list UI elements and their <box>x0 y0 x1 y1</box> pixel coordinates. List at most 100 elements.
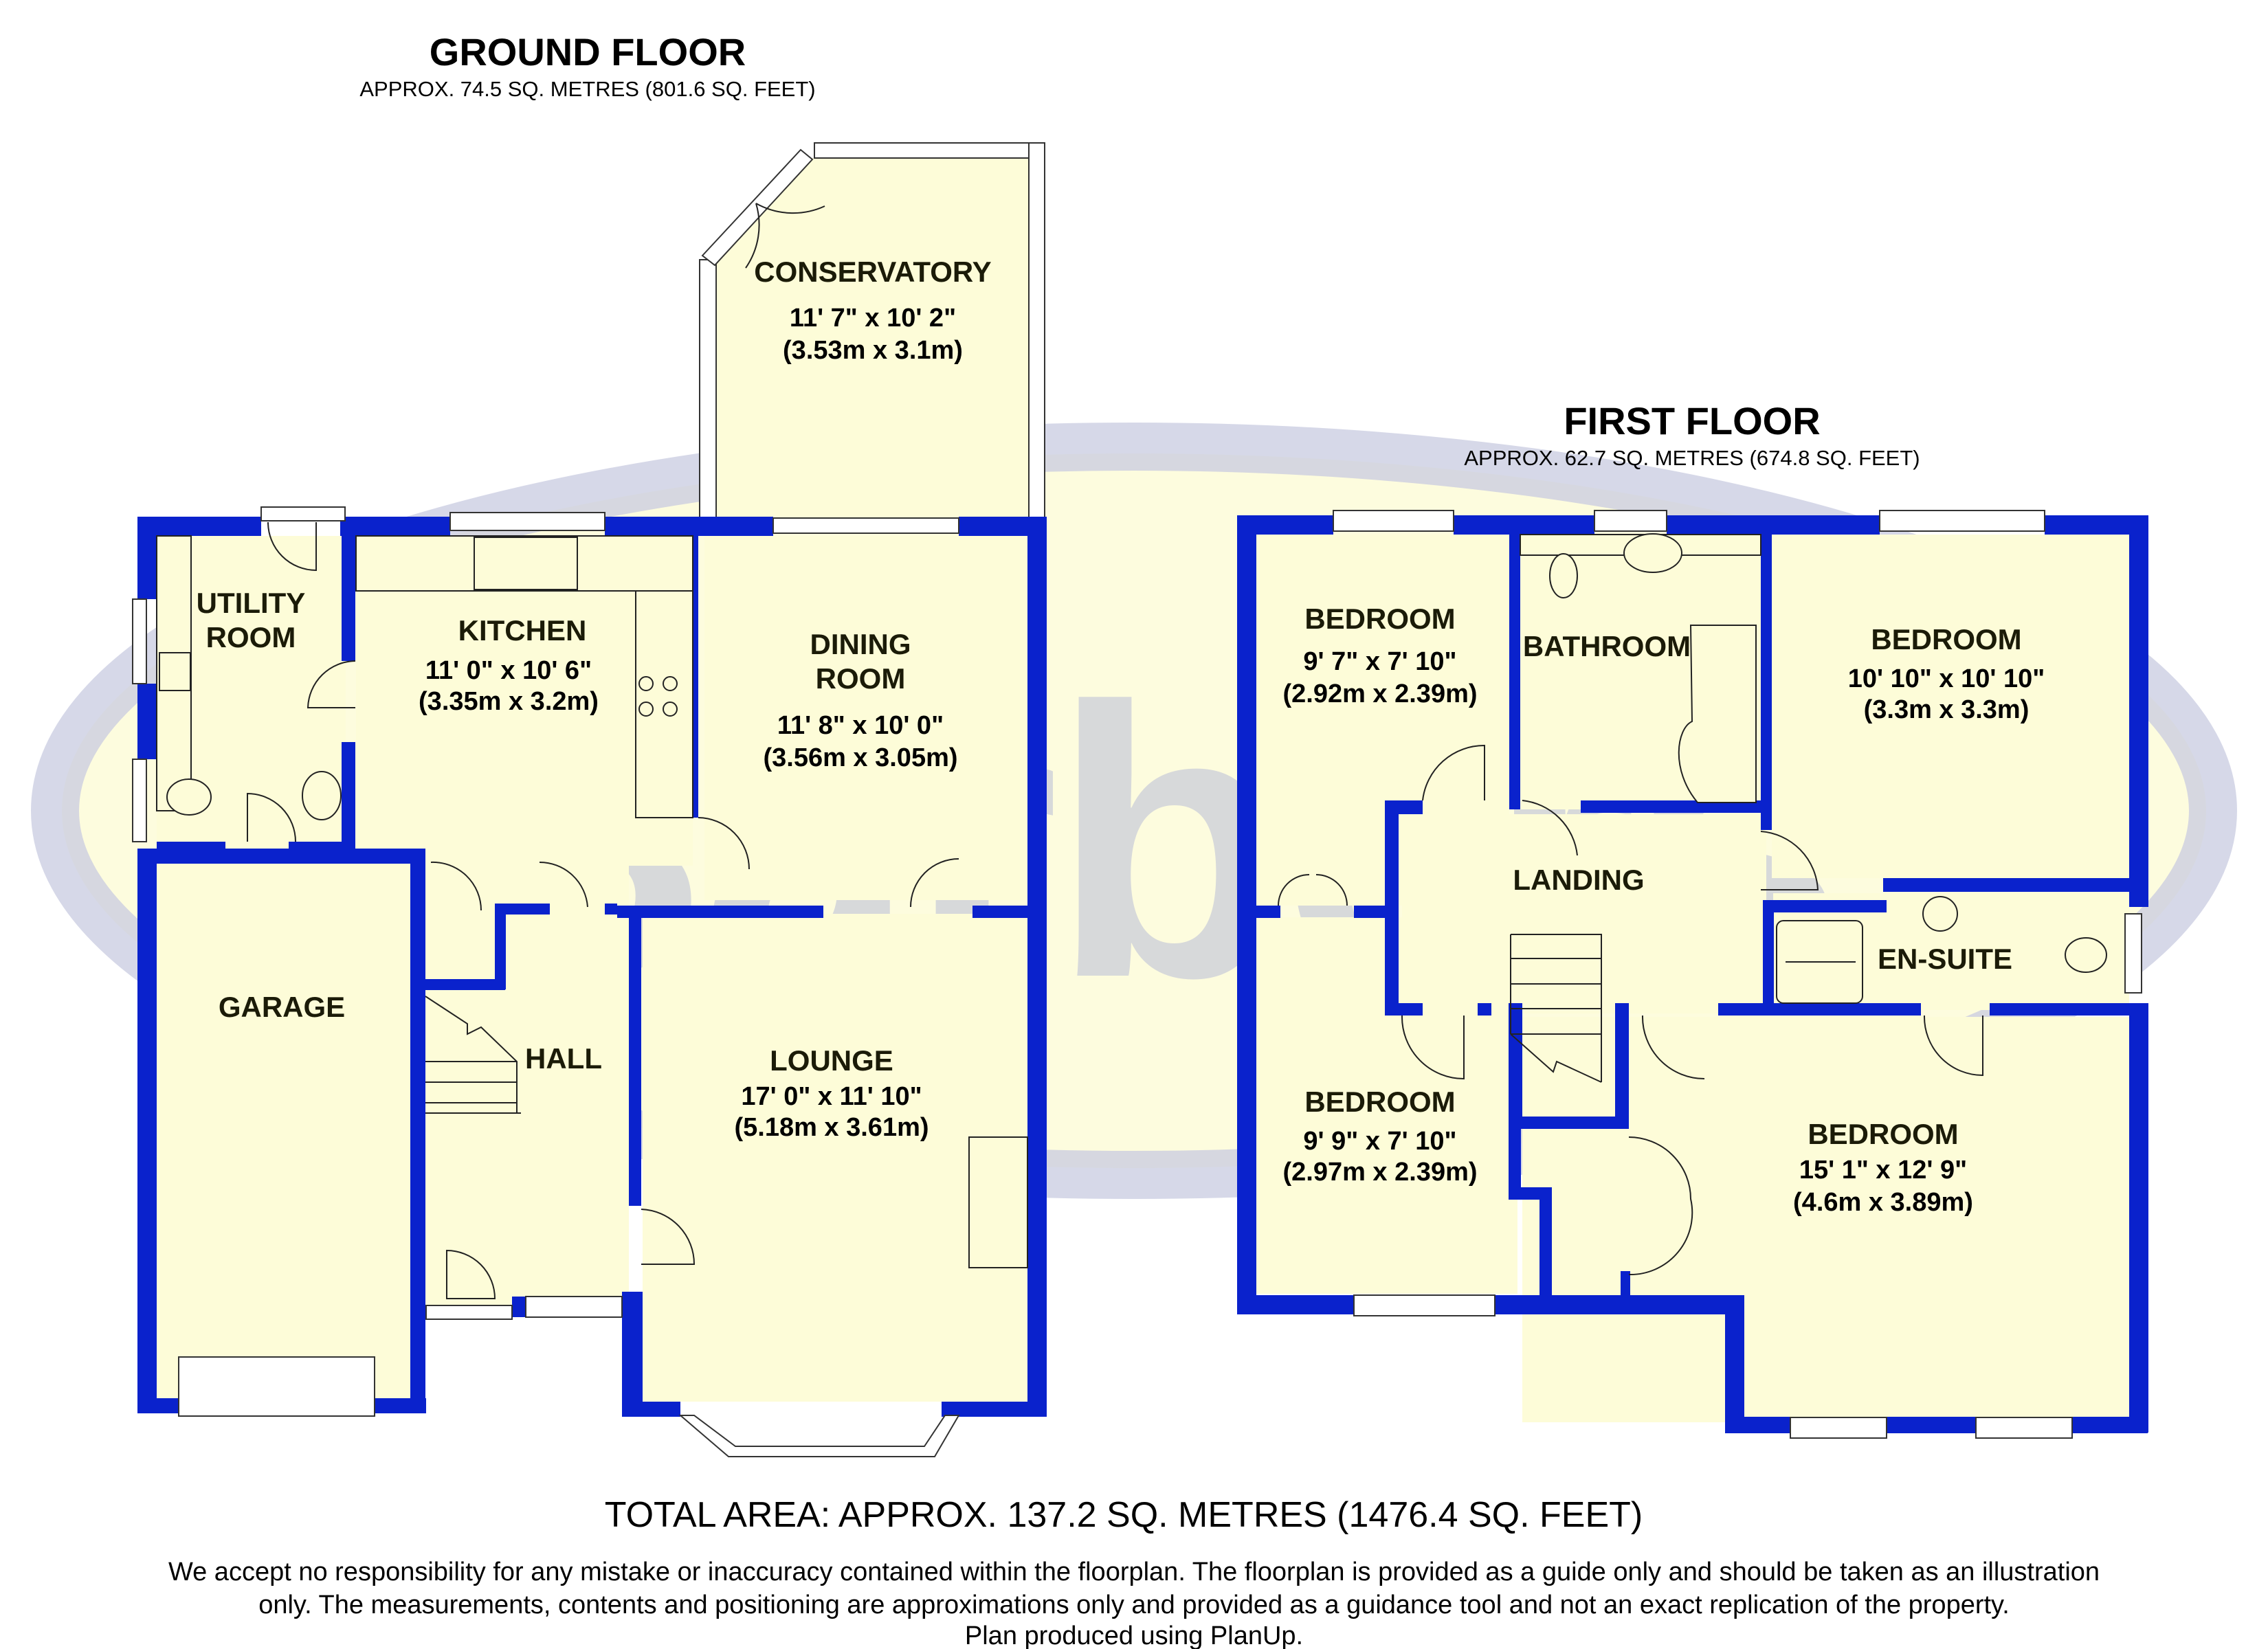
door-swing <box>1315 874 1348 906</box>
landing-name: LANDING <box>1513 864 1644 896</box>
wall <box>1454 515 1594 535</box>
total-area: TOTAL AREA: APPROX. 137.2 SQ. METRES (14… <box>605 1495 1643 1535</box>
wc-window <box>132 759 147 842</box>
lounge-imperial: 17' 0" x 11' 10" <box>741 1082 922 1111</box>
first-floor-area: APPROX. 62.7 SQ. METRES (674.8 SQ. FEET) <box>1464 446 1920 470</box>
wall <box>1256 906 1280 918</box>
bedroom-1-name: BEDROOM <box>1808 1118 1958 1150</box>
bedroom-3-metric: (3.3m x 3.3m) <box>1864 695 2030 724</box>
first-floor-title: FIRST FLOOR <box>1564 399 1820 442</box>
bedroom-3-name: BEDROOM <box>1871 623 2021 655</box>
door-swing <box>307 660 356 708</box>
en-suite-basin <box>1922 896 1958 932</box>
bathroom-toilet <box>1549 553 1578 598</box>
utility-room-name-line2: ROOM <box>206 621 296 653</box>
en-suite-name: EN-SUITE <box>1878 943 2012 975</box>
wall <box>1887 1417 1976 1433</box>
dining-room-name-line2: ROOM <box>816 662 906 695</box>
conservatory-floor <box>715 158 1034 522</box>
ground-floor-doors <box>247 521 959 1299</box>
door-swing <box>910 858 959 908</box>
wall <box>1763 900 1774 1016</box>
wall <box>2072 1417 2148 1433</box>
wall <box>698 517 773 536</box>
wall <box>1385 1003 1423 1016</box>
disclaimer-line-2: only. The measurements, contents and pos… <box>258 1591 2010 1619</box>
wall <box>2129 515 2148 907</box>
garage-door <box>178 1356 375 1417</box>
dining-room-name-line1: DINING <box>810 628 911 660</box>
door-swing <box>446 1249 496 1299</box>
wall <box>1539 1187 1552 1297</box>
wc-toilet <box>166 778 212 816</box>
conservatory-glazing <box>699 142 1045 528</box>
conservatory-metric: (3.53m x 3.1m) <box>783 336 963 365</box>
kitchen-name: KITCHEN <box>458 614 587 647</box>
utility-room-name-line1: UTILITY <box>197 587 306 619</box>
dining-room-floor <box>704 536 1027 900</box>
first-floor-fixtures <box>1510 533 2107 1083</box>
wall <box>622 1292 643 1415</box>
wall <box>1385 800 1399 1013</box>
wall <box>1621 1271 1630 1299</box>
kitchen-window <box>449 512 605 531</box>
door-swing <box>539 861 588 908</box>
door-swing <box>1401 1015 1465 1080</box>
door-swing <box>267 521 317 572</box>
lounge-floor <box>643 914 1027 1402</box>
wall <box>342 742 355 855</box>
kitchen-sink <box>474 537 578 590</box>
landing-stairs <box>1510 934 1602 1083</box>
door-swing <box>247 792 296 842</box>
bedroom-1-window-right <box>1975 1417 2073 1439</box>
bedroom-3-imperial: 10' 10" x 10' 10" <box>1848 664 2045 693</box>
lounge-fireplace <box>968 1136 1028 1268</box>
hall-window <box>525 1296 623 1318</box>
footer: TOTAL AREA: APPROX. 137.2 SQ. METRES (14… <box>168 1495 2100 1649</box>
ground-floor-labels: GROUND FLOOR APPROX. 74.5 SQ. METRES (80… <box>197 30 992 1142</box>
door-swing <box>641 1209 696 1265</box>
wall <box>137 684 157 759</box>
bedroom-4-imperial: 9' 9" x 7' 10" <box>1303 1127 1456 1156</box>
wall <box>1763 900 1887 912</box>
wall <box>495 904 550 915</box>
conservatory-name: CONSERVATORY <box>754 256 991 288</box>
first-floor-doors <box>1278 744 1983 1276</box>
wall <box>1725 1295 1744 1433</box>
hob-ring <box>638 702 654 717</box>
conservatory-door-swing-2 <box>745 203 760 269</box>
utility-sink <box>159 652 191 691</box>
first-floor-labels: FIRST FLOOR APPROX. 62.7 SQ. METRES (674… <box>1282 399 2045 1217</box>
door-swing <box>1641 1015 1705 1079</box>
bedroom-3-window <box>1879 510 2045 532</box>
bedroom-1-metric: (4.6m x 3.89m) <box>1793 1188 1973 1217</box>
ground-floor-area: APPROX. 74.5 SQ. METRES (801.6 SQ. FEET) <box>359 77 815 101</box>
wall <box>1509 1117 1629 1129</box>
wall <box>137 849 157 1412</box>
kitchen-metric: (3.35m x 3.2m) <box>419 687 599 716</box>
wall <box>1725 1417 1790 1433</box>
dining-room-imperial: 11' 8" x 10' 0" <box>777 711 944 740</box>
wall <box>342 517 355 661</box>
wall <box>622 1402 680 1417</box>
wall <box>1509 1117 1521 1196</box>
door-swing <box>1522 800 1578 856</box>
bedroom-2-metric: (2.92m x 2.39m) <box>1282 680 1477 708</box>
conservatory-glazing-top <box>814 142 1045 159</box>
watermark-ring <box>31 423 2237 1199</box>
wall <box>1354 906 1388 918</box>
front-door-step <box>425 1305 513 1320</box>
bedroom-4-name: BEDROOM <box>1304 1086 1455 1118</box>
wall <box>629 917 641 1206</box>
door-swing <box>1278 874 1310 906</box>
wall <box>1718 1003 1921 1016</box>
wall <box>1495 1295 1742 1314</box>
wall <box>1237 1295 1354 1314</box>
conservatory-door-swing <box>755 203 825 214</box>
first-floor-plan: FIRST FLOOR APPROX. 62.7 SQ. METRES (674… <box>1237 399 2148 1439</box>
garage-floor <box>157 862 411 1398</box>
bedroom-3-floor <box>1772 535 2129 878</box>
door-swing <box>1628 1136 1693 1276</box>
conservatory-glazing-right <box>1028 142 1045 528</box>
